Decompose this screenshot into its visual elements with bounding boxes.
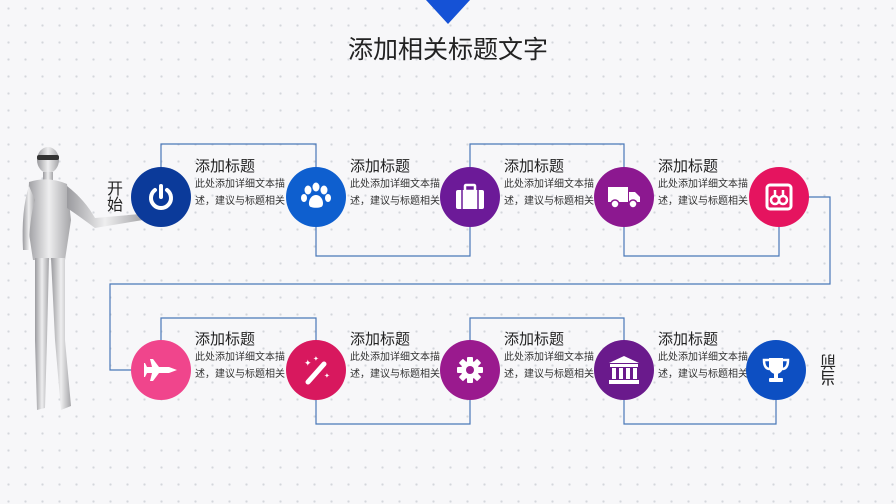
step-description: 此处添加详细文本描述，建议与标题相关 (658, 179, 748, 207)
step-10-circle (746, 340, 806, 400)
gear-icon (455, 355, 485, 385)
svg-text:✦: ✦ (324, 372, 330, 380)
link-icon (765, 183, 793, 211)
end-label: 当前 (820, 354, 839, 386)
step-heading: 添加标题 (658, 157, 719, 175)
step-5-circle (749, 167, 809, 227)
step-4-text: 添加标题此处添加详细文本描述，建议与标题相关 (658, 157, 758, 210)
step-heading: 添加标题 (658, 330, 719, 348)
svg-text:✦: ✦ (313, 355, 319, 363)
step-8-text: 添加标题此处添加详细文本描述，建议与标题相关 (504, 330, 604, 383)
briefcase-icon (454, 183, 486, 211)
step-1-circle (131, 167, 191, 227)
magic-wand-icon: ✦✦✦ (300, 354, 332, 386)
step-2-text: 添加标题此处添加详细文本描述，建议与标题相关 (350, 157, 450, 210)
step-heading: 添加标题 (504, 157, 565, 175)
step-1-text: 添加标题此处添加详细文本描述，建议与标题相关 (195, 157, 295, 210)
paw-icon (300, 182, 332, 212)
step-8-circle (440, 340, 500, 400)
step-description: 此处添加详细文本描述，建议与标题相关 (504, 352, 594, 380)
step-9-circle (594, 340, 654, 400)
step-7-circle: ✦✦✦ (286, 340, 346, 400)
jet-icon (143, 358, 179, 382)
power-icon (146, 182, 176, 212)
truck-icon (607, 184, 641, 210)
trophy-icon (761, 355, 791, 385)
svg-text:✦: ✦ (304, 359, 312, 369)
step-description: 此处添加详细文本描述，建议与标题相关 (350, 352, 440, 380)
robot-figure-image (22, 147, 143, 410)
page-title: 添加相关标题文字 (347, 35, 548, 64)
step-description: 此处添加详细文本描述，建议与标题相关 (195, 352, 285, 380)
step-6-text: 添加标题此处添加详细文本描述，建议与标题相关 (195, 330, 295, 383)
step-heading: 添加标题 (504, 330, 565, 348)
step-description: 此处添加详细文本描述，建议与标题相关 (195, 179, 285, 207)
step-4-circle (594, 167, 654, 227)
step-heading: 添加标题 (350, 330, 411, 348)
step-7-text: 添加标题此处添加详细文本描述，建议与标题相关 (350, 330, 450, 383)
bank-icon (608, 355, 640, 385)
step-6-circle (131, 340, 191, 400)
step-3-circle (440, 167, 500, 227)
step-description: 此处添加详细文本描述，建议与标题相关 (350, 179, 440, 207)
top-triangle-decoration (426, 0, 470, 24)
step-2-circle (286, 167, 346, 227)
step-heading: 添加标题 (350, 157, 411, 175)
start-label: 开始 (104, 180, 123, 212)
step-description: 此处添加详细文本描述，建议与标题相关 (658, 352, 748, 380)
step-9-text: 添加标题此处添加详细文本描述，建议与标题相关 (658, 330, 758, 383)
step-description: 此处添加详细文本描述，建议与标题相关 (504, 179, 594, 207)
step-3-text: 添加标题此处添加详细文本描述，建议与标题相关 (504, 157, 604, 210)
step-heading: 添加标题 (195, 330, 256, 348)
step-heading: 添加标题 (195, 157, 256, 175)
